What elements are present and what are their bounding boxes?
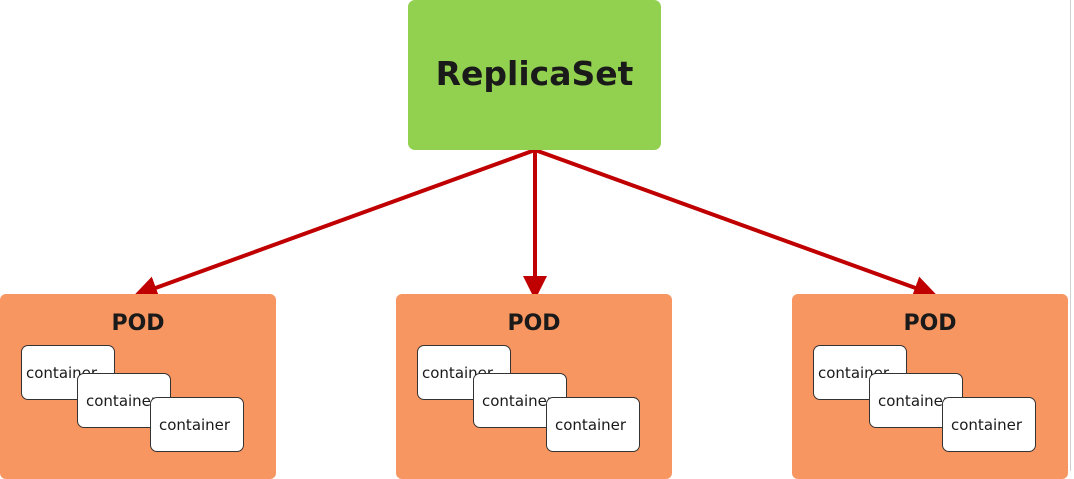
- container-node: container: [942, 397, 1036, 452]
- pod-title: POD: [507, 311, 561, 336]
- pod-title: POD: [111, 311, 165, 336]
- pod-node-left: POD container container container: [0, 294, 276, 479]
- right-border-line: [1070, 0, 1071, 471]
- container-node: container: [546, 397, 640, 452]
- arrow-to-pod-right: [534, 148, 938, 300]
- replicaset-label: ReplicaSet: [435, 53, 634, 93]
- pod-title: POD: [903, 311, 957, 336]
- pod-node-right: POD container container container: [792, 294, 1068, 479]
- pod-node-middle: POD container container container: [396, 294, 672, 479]
- replicaset-node: ReplicaSet: [408, 0, 661, 150]
- arrow-to-pod-left: [133, 148, 536, 300]
- container-node: container: [150, 397, 244, 452]
